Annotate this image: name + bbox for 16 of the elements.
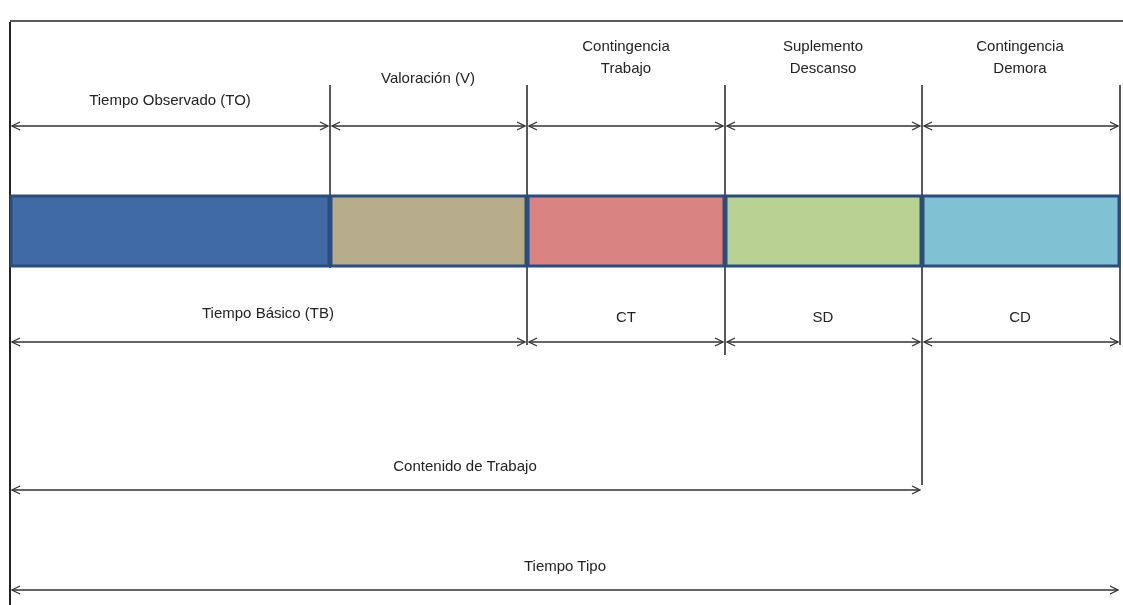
dimension-label: Tiempo Observado (TO) bbox=[88, 90, 252, 110]
bar-segment bbox=[9, 194, 331, 268]
bar-segment bbox=[329, 194, 528, 268]
dimension-label: Contingencia Trabajo bbox=[581, 36, 671, 78]
dimension-label: Contingencia Demora bbox=[975, 36, 1065, 78]
dimension-label: Tiempo Básico (TB) bbox=[201, 303, 335, 323]
bar-segment bbox=[526, 194, 726, 268]
dimension-label: CT bbox=[615, 307, 637, 327]
dimension-label: Suplemento Descanso bbox=[781, 36, 865, 78]
dimension-label: Contenido de Trabajo bbox=[392, 456, 538, 476]
bar-segment bbox=[724, 194, 923, 268]
dimension-label: CD bbox=[1008, 307, 1032, 327]
bar-segment bbox=[921, 194, 1121, 268]
dimension-label: Tiempo Tipo bbox=[523, 556, 607, 576]
dimension-label: SD bbox=[811, 307, 835, 327]
dimension-label: Valoración (V) bbox=[380, 68, 476, 88]
